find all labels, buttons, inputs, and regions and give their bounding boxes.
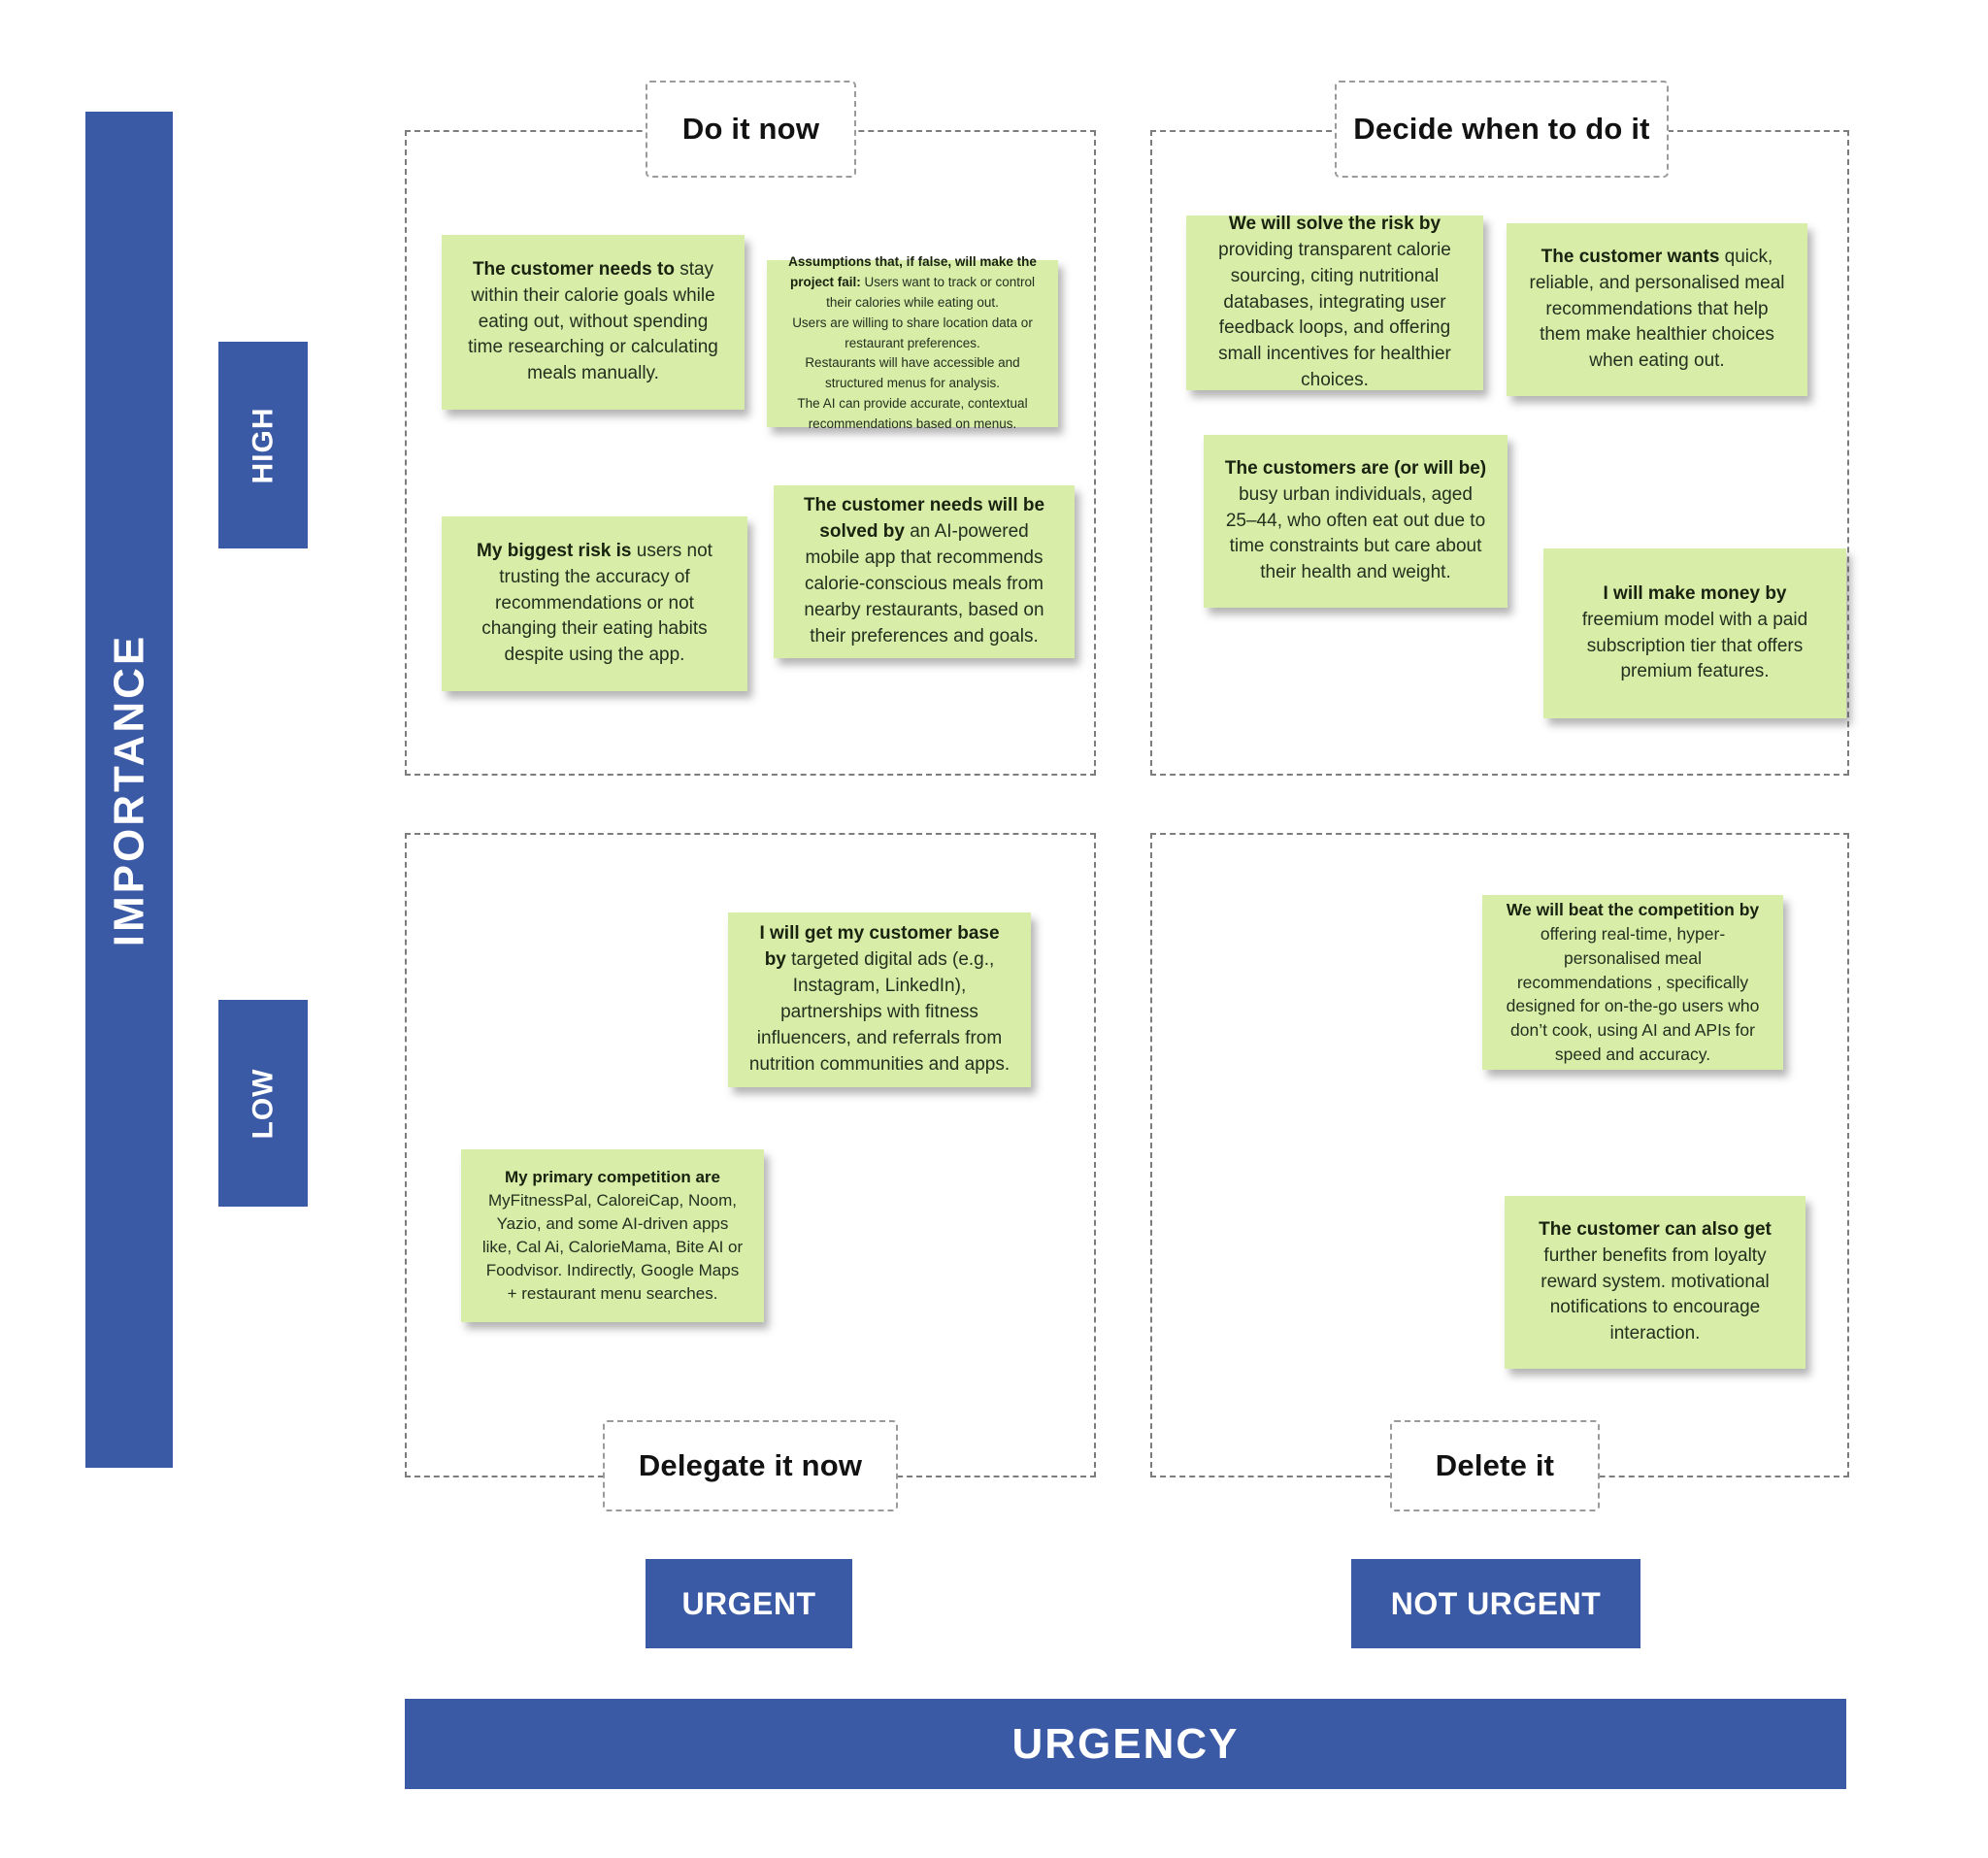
importance-axis-bar: IMPORTANCE (85, 112, 173, 1468)
sticky-note-biggest-risk[interactable]: My biggest risk is users not trusting th… (442, 516, 747, 691)
note-lead-bold: I will get my customer base by (759, 923, 1000, 971)
sticky-note-primary-competition[interactable]: My primary competition are MyFitnessPal,… (461, 1149, 764, 1322)
note-body-text: further benefits from loyalty reward sys… (1541, 1244, 1770, 1344)
note-lead-bold: My primary competition are (504, 1167, 720, 1186)
note-body-text: freemium model with a paid subscription … (1581, 609, 1808, 682)
urgency-axis-label: URGENCY (1011, 1719, 1240, 1768)
note-lead-bold: The customers are (or will be) (1224, 457, 1487, 479)
urgency-urgent-tick: URGENT (646, 1559, 852, 1648)
quadrant-title-decide-when-to-do-it: Decide when to do it (1335, 81, 1669, 178)
note-body-text: quick, reliable, and personalised meal r… (1529, 246, 1785, 372)
sticky-note-customer-wants[interactable]: The customer wants quick, reliable, and … (1507, 223, 1807, 396)
urgency-not-urgent-label: NOT URGENT (1390, 1585, 1602, 1621)
importance-low-tick: LOW (218, 1000, 308, 1207)
sticky-note-further-benefits[interactable]: The customer can also get further benefi… (1505, 1196, 1806, 1369)
note-lead-bold: The customer needs to (472, 258, 675, 280)
note-body-text: Users want to track or control their cal… (792, 274, 1036, 432)
sticky-note-solve-risk[interactable]: We will solve the risk by providing tran… (1186, 213, 1483, 391)
sticky-note-assumptions[interactable]: Assumptions that, if false, will make th… (767, 254, 1058, 431)
sticky-note-customer-base[interactable]: I will get my customer base by targeted … (728, 912, 1031, 1087)
note-lead-bold: I will make money by (1603, 582, 1787, 604)
importance-high-label: HIGH (247, 407, 279, 483)
sticky-note-needs-solved-by[interactable]: The customer needs will be solved by an … (774, 485, 1075, 658)
quadrant-title-do-it-now: Do it now (646, 81, 856, 178)
importance-high-tick: HIGH (218, 342, 308, 548)
note-body-text: providing transparent calorie sourcing, … (1218, 239, 1451, 391)
note-lead-bold: My biggest risk is (477, 540, 632, 561)
note-lead-bold: The customer wants (1541, 246, 1720, 267)
urgency-urgent-label: URGENT (681, 1585, 816, 1621)
note-body-text: targeted digital ads (e.g., Instagram, L… (748, 949, 1011, 1075)
note-body-text: offering real-time, hyper-personalised m… (1506, 923, 1760, 1065)
note-body-text: busy urban individuals, aged 25–44, who … (1225, 483, 1486, 583)
note-lead-bold: Assumptions that, if false, will make th… (788, 253, 1037, 289)
sticky-note-beat-competition[interactable]: We will beat the competition by offering… (1482, 895, 1783, 1070)
quadrant-title-delegate-it-now: Delegate it now (603, 1420, 898, 1511)
note-lead-bold: We will beat the competition by (1506, 900, 1760, 920)
urgency-not-urgent-tick: NOT URGENT (1351, 1559, 1640, 1648)
quadrant-title-delete-it: Delete it (1390, 1420, 1600, 1511)
note-body-text: stay within their calorie goals while ea… (468, 258, 718, 384)
sticky-note-make-money[interactable]: I will make money by freemium model with… (1543, 548, 1846, 718)
note-body-text: MyFitnessPal, CaloreiCap, Noom, Yazio, a… (481, 1190, 744, 1304)
note-lead-bold: The customer needs will be solved by (803, 495, 1045, 543)
note-lead-bold: We will solve the risk by (1228, 213, 1441, 234)
note-body-text: users not trusting the accuracy of recom… (481, 540, 712, 666)
note-body-text: an AI-powered mobile app that recommends… (804, 521, 1044, 647)
urgency-axis-bar: URGENCY (405, 1699, 1846, 1789)
sticky-note-customer-needs[interactable]: The customer needs to stay within their … (442, 235, 745, 410)
note-lead-bold: The customer can also get (1539, 1218, 1772, 1240)
sticky-note-customers-are[interactable]: The customers are (or will be) busy urba… (1204, 435, 1508, 608)
importance-axis-label: IMPORTANCE (105, 633, 153, 946)
importance-low-label: LOW (246, 1068, 279, 1139)
